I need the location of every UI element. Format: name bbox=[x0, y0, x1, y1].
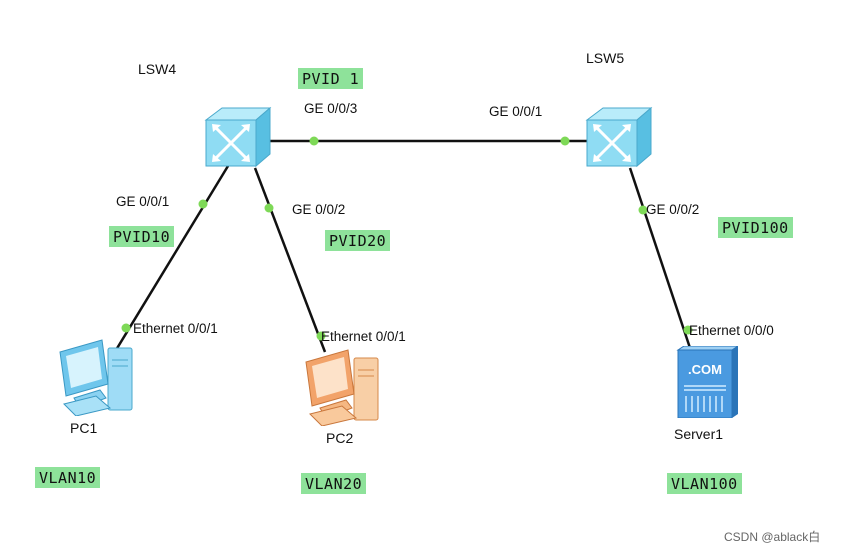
port-label-server1: Ethernet 0/0/0 bbox=[689, 323, 774, 338]
server1-label: Server1 bbox=[674, 426, 724, 442]
tag-pvid100: PVID100 bbox=[718, 217, 793, 238]
port-dot-lsw4-ge003 bbox=[309, 136, 319, 146]
lsw5-switch-icon[interactable] bbox=[581, 106, 653, 170]
links bbox=[114, 139, 692, 353]
pc2-pc-icon[interactable] bbox=[302, 348, 382, 426]
pc2-label: PC2 bbox=[326, 430, 354, 446]
pc1-label: PC1 bbox=[70, 420, 98, 436]
pc1-pc-icon[interactable] bbox=[56, 338, 136, 416]
lsw4-switch-icon[interactable] bbox=[200, 106, 272, 170]
tag-vlan20: VLAN20 bbox=[301, 473, 367, 494]
port-dots bbox=[121, 136, 693, 341]
tag-pvid-trunk: PVID 1 bbox=[298, 68, 364, 89]
port-label-lsw4-ge002: GE 0/0/2 bbox=[292, 202, 346, 217]
port-label-pc1: Ethernet 0/0/1 bbox=[133, 321, 218, 336]
port-label-lsw5-ge001: GE 0/0/1 bbox=[489, 104, 543, 119]
port-label-lsw4-ge003: GE 0/0/3 bbox=[304, 101, 358, 116]
port-dot-server1 bbox=[683, 325, 693, 335]
port-dot-pc1 bbox=[121, 323, 131, 333]
tag-pvid10: PVID10 bbox=[109, 226, 175, 247]
link-lsw4-pc2 bbox=[253, 167, 327, 353]
port-label-lsw5-ge002: GE 0/0/2 bbox=[646, 202, 700, 217]
port-dot-lsw5-ge002 bbox=[638, 205, 648, 215]
tag-vlan10: VLAN10 bbox=[35, 467, 101, 488]
port-dot-lsw5-ge001 bbox=[560, 136, 570, 146]
port-label-lsw4-ge001: GE 0/0/1 bbox=[116, 194, 170, 209]
tag-vlan100: VLAN100 bbox=[667, 473, 742, 494]
port-dot-lsw4-ge001 bbox=[198, 199, 208, 209]
server-screen-text: .COM bbox=[688, 362, 722, 377]
server1-server-icon[interactable]: .COM bbox=[676, 346, 738, 418]
port-dot-lsw4-ge002 bbox=[264, 203, 274, 213]
watermark: CSDN @ablack白 bbox=[724, 530, 821, 544]
lsw4-label: LSW4 bbox=[138, 61, 177, 77]
port-dot-pc2 bbox=[316, 331, 326, 341]
lsw5-label: LSW5 bbox=[586, 50, 625, 66]
port-label-pc2: Ethernet 0/0/1 bbox=[321, 329, 406, 344]
tag-pvid20: PVID20 bbox=[325, 230, 391, 251]
link-lsw4-pc1 bbox=[114, 165, 230, 351]
link-lsw5-server1 bbox=[628, 167, 692, 349]
